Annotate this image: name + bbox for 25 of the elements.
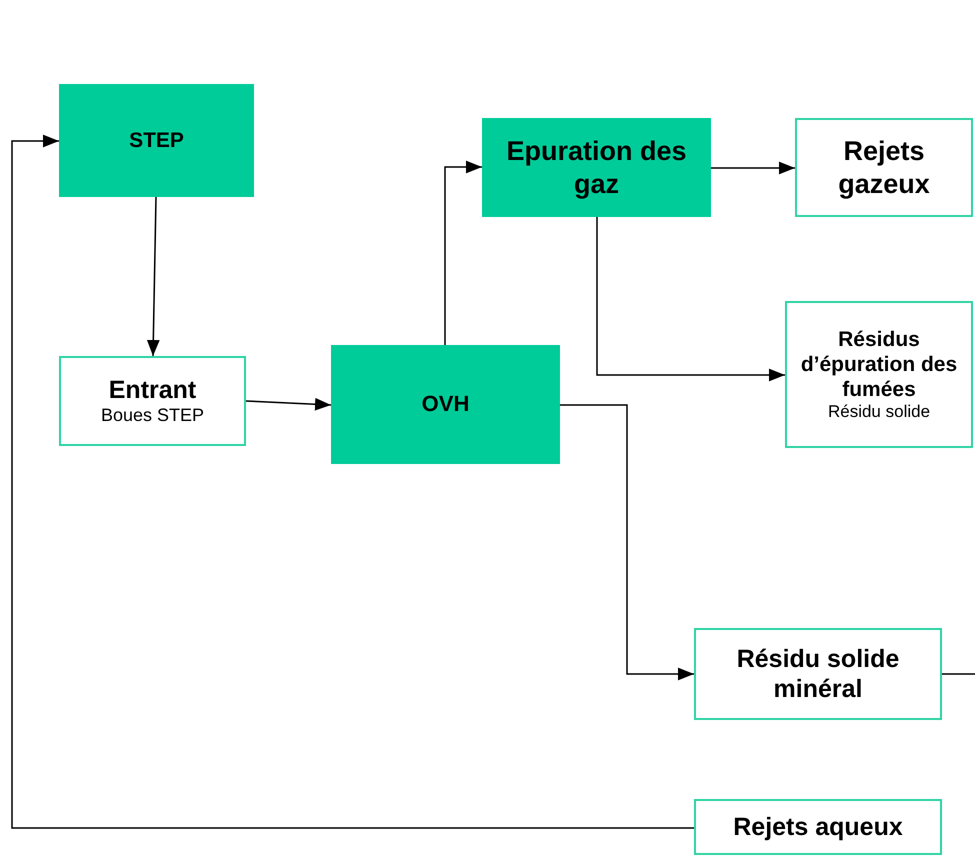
box-title: STEP bbox=[129, 128, 184, 154]
box-title: Entrant bbox=[108, 375, 196, 406]
output-box bbox=[785, 301, 973, 448]
output-box bbox=[694, 628, 942, 720]
box-title: Résidu solide minéral bbox=[736, 644, 900, 704]
box-subtitle: Résidu solide bbox=[828, 402, 930, 422]
arrow bbox=[146, 196, 160, 356]
box-title: Résidus d’épuration des fumées bbox=[800, 326, 958, 402]
output-box bbox=[694, 799, 942, 855]
arrow bbox=[596, 217, 785, 382]
box-subtitle: Boues STEP bbox=[100, 405, 204, 427]
arrow bbox=[711, 162, 795, 174]
process-box bbox=[59, 84, 254, 197]
process-box bbox=[482, 118, 711, 217]
box-title: Epuration des gaz bbox=[505, 135, 688, 200]
process-box bbox=[331, 345, 560, 464]
output-box bbox=[795, 118, 973, 217]
output-box bbox=[59, 356, 246, 446]
box-title: Rejets aqueux bbox=[733, 812, 903, 842]
box-title: OVH bbox=[422, 391, 470, 418]
box-title: Rejets gazeux bbox=[837, 135, 931, 200]
arrow bbox=[246, 398, 332, 411]
arrow bbox=[444, 160, 482, 345]
arrow bbox=[11, 134, 694, 829]
arrow bbox=[560, 404, 694, 680]
